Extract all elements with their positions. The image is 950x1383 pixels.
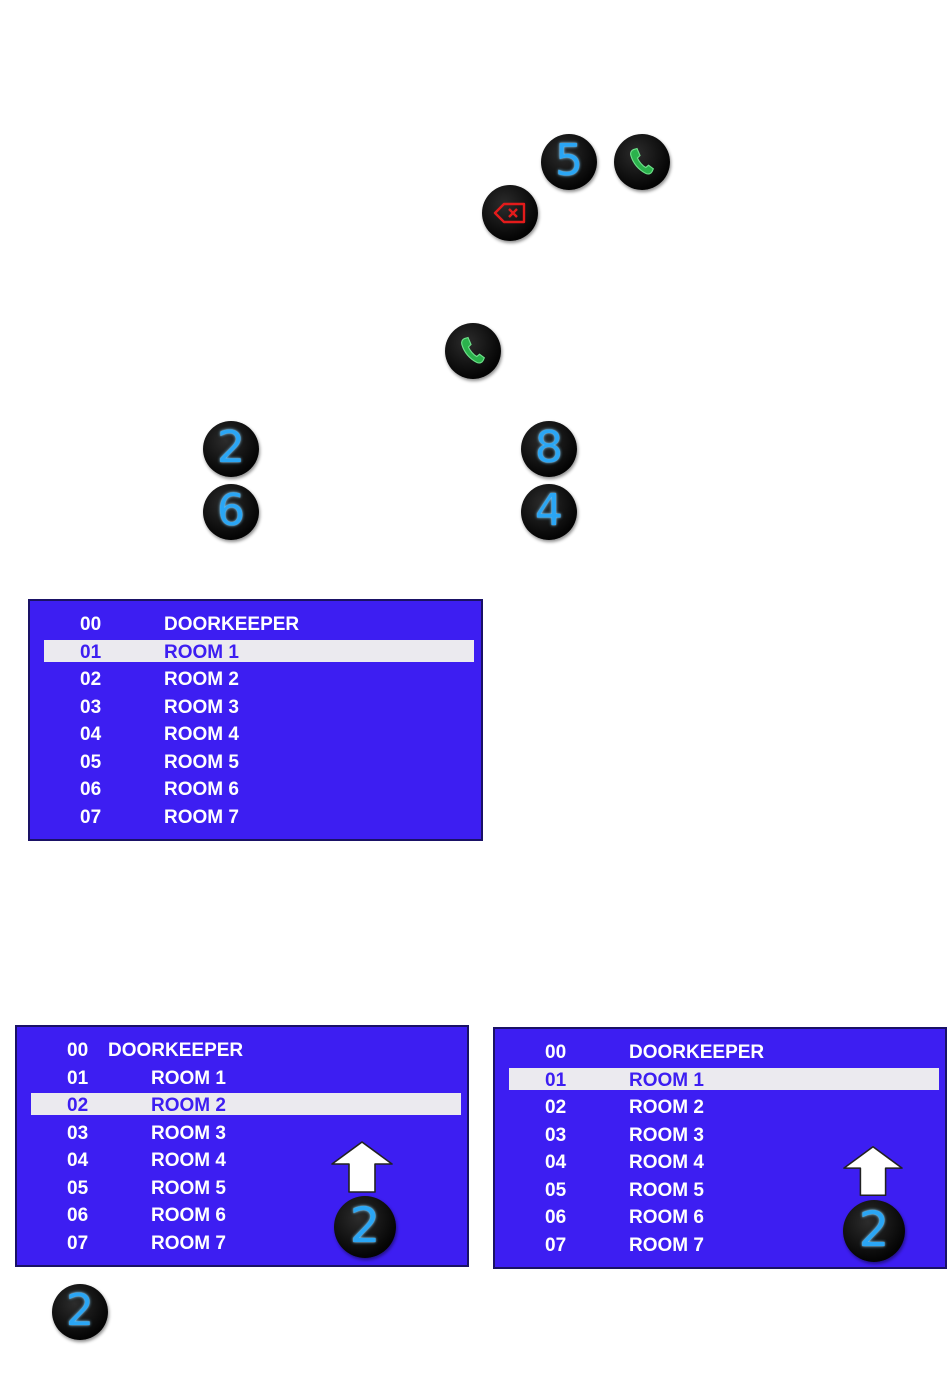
- entry-code: 02: [80, 669, 101, 691]
- key-4-button[interactable]: 4: [521, 484, 577, 540]
- entry-name: ROOM 5: [151, 1178, 226, 1200]
- entry-name: ROOM 6: [151, 1205, 226, 1227]
- entry-code: 05: [545, 1180, 566, 1202]
- key-2-label: 2: [66, 1289, 94, 1333]
- entry-code: 05: [67, 1178, 88, 1200]
- key-5-button[interactable]: 5: [541, 134, 597, 190]
- list-item[interactable]: 00 DOORKEEPER: [17, 1038, 467, 1062]
- entry-name: ROOM 4: [629, 1152, 704, 1174]
- list-item[interactable]: 02 ROOM 2: [17, 1093, 467, 1117]
- up-arrow-icon: [842, 1144, 904, 1198]
- entry-code: 07: [80, 807, 101, 829]
- entry-code: 04: [67, 1150, 88, 1172]
- entry-code: 04: [80, 724, 101, 746]
- entry-name: ROOM 2: [151, 1095, 226, 1117]
- list-item[interactable]: 00 DOORKEEPER: [30, 612, 481, 636]
- entry-name: ROOM 4: [164, 724, 239, 746]
- selection-highlight: [44, 640, 474, 662]
- entry-name: ROOM 5: [164, 752, 239, 774]
- entry-name: DOORKEEPER: [108, 1040, 243, 1062]
- list-item[interactable]: 02 ROOM 2: [495, 1095, 945, 1119]
- key-2-button[interactable]: 2: [203, 421, 259, 477]
- entry-name: ROOM 1: [151, 1068, 226, 1090]
- list-item[interactable]: 05 ROOM 5: [17, 1176, 467, 1200]
- entry-code: 01: [545, 1070, 566, 1092]
- list-item[interactable]: 02 ROOM 2: [30, 667, 481, 691]
- list-item[interactable]: 05 ROOM 5: [30, 750, 481, 774]
- entry-code: 01: [80, 642, 101, 664]
- delete-button[interactable]: [482, 185, 538, 241]
- key-2-bottom[interactable]: 2: [52, 1284, 108, 1340]
- entry-name: ROOM 3: [629, 1125, 704, 1147]
- call-button-2[interactable]: [445, 323, 501, 379]
- entry-code: 00: [545, 1042, 566, 1064]
- entry-name: ROOM 4: [151, 1150, 226, 1172]
- key-6-label: 6: [217, 489, 245, 533]
- key-2-label: 2: [350, 1202, 381, 1250]
- call-button[interactable]: [614, 134, 670, 190]
- entry-code: 06: [545, 1207, 566, 1229]
- entry-name: ROOM 1: [164, 642, 239, 664]
- list-item[interactable]: 06 ROOM 6: [17, 1203, 467, 1227]
- selection-highlight: [509, 1068, 939, 1090]
- entry-code: 07: [545, 1235, 566, 1257]
- key-4-label: 4: [535, 489, 563, 533]
- key-8-label: 8: [535, 426, 563, 470]
- entry-code: 01: [67, 1068, 88, 1090]
- entry-name: ROOM 7: [164, 807, 239, 829]
- list-item[interactable]: 07 ROOM 7: [17, 1231, 467, 1255]
- entry-code: 00: [67, 1040, 88, 1062]
- key-2-overlay-right[interactable]: 2: [843, 1200, 905, 1262]
- entry-code: 02: [67, 1095, 88, 1117]
- entry-name: ROOM 5: [629, 1180, 704, 1202]
- entry-name: ROOM 7: [629, 1235, 704, 1257]
- entry-name: ROOM 6: [629, 1207, 704, 1229]
- list-item[interactable]: 01 ROOM 1: [17, 1066, 467, 1090]
- list-item[interactable]: 04 ROOM 4: [30, 722, 481, 746]
- phone-icon: [456, 334, 490, 368]
- entry-name: ROOM 3: [164, 697, 239, 719]
- list-item[interactable]: 03 ROOM 3: [495, 1123, 945, 1147]
- list-item[interactable]: 01 ROOM 1: [30, 640, 481, 664]
- entry-code: 03: [80, 697, 101, 719]
- entry-code: 07: [67, 1233, 88, 1255]
- backspace-icon: [493, 200, 527, 226]
- list-item[interactable]: 03 ROOM 3: [30, 695, 481, 719]
- up-arrow-icon: [330, 1140, 394, 1194]
- entry-code: 03: [545, 1125, 566, 1147]
- key-8-button[interactable]: 8: [521, 421, 577, 477]
- entry-name: DOORKEEPER: [164, 614, 299, 636]
- phone-icon: [625, 145, 659, 179]
- entry-code: 05: [80, 752, 101, 774]
- key-2-label: 2: [859, 1206, 890, 1254]
- entry-code: 02: [545, 1097, 566, 1119]
- list-item[interactable]: 00 DOORKEEPER: [495, 1040, 945, 1064]
- selection-highlight: [31, 1093, 461, 1115]
- entry-code: 06: [80, 779, 101, 801]
- entry-code: 04: [545, 1152, 566, 1174]
- key-2-label: 2: [217, 426, 245, 470]
- list-item[interactable]: 03 ROOM 3: [17, 1121, 467, 1145]
- entry-name: DOORKEEPER: [629, 1042, 764, 1064]
- entry-name: ROOM 6: [164, 779, 239, 801]
- list-item[interactable]: 06 ROOM 6: [30, 777, 481, 801]
- list-item[interactable]: 07 ROOM 7: [30, 805, 481, 829]
- entry-code: 00: [80, 614, 101, 636]
- entry-name: ROOM 3: [151, 1123, 226, 1145]
- list-item[interactable]: 04 ROOM 4: [17, 1148, 467, 1172]
- entry-code: 06: [67, 1205, 88, 1227]
- entry-name: ROOM 1: [629, 1070, 704, 1092]
- key-6-button[interactable]: 6: [203, 484, 259, 540]
- key-5-label: 5: [555, 139, 583, 183]
- entry-name: ROOM 2: [164, 669, 239, 691]
- key-2-overlay-left[interactable]: 2: [334, 1196, 396, 1258]
- entry-name: ROOM 2: [629, 1097, 704, 1119]
- list-item[interactable]: 01 ROOM 1: [495, 1068, 945, 1092]
- entry-name: ROOM 7: [151, 1233, 226, 1255]
- entry-code: 03: [67, 1123, 88, 1145]
